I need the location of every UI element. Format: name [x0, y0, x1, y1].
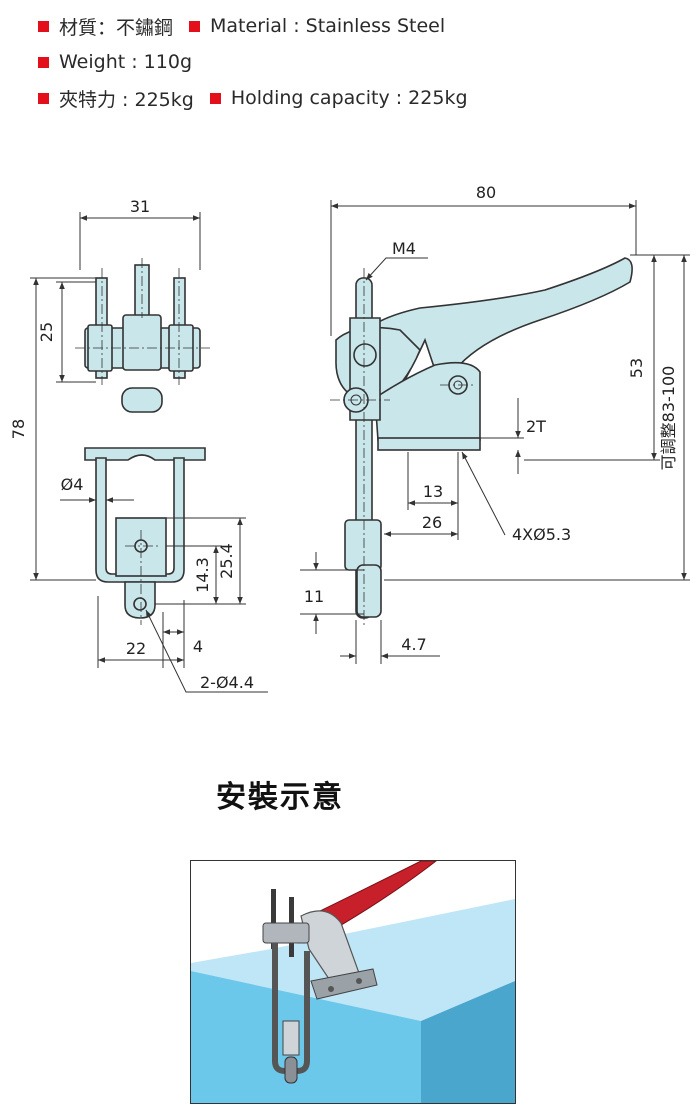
- install-scene: [191, 861, 515, 1103]
- install-illustration: [190, 860, 516, 1104]
- dim-78-label: 78: [9, 419, 28, 439]
- dim-22-label: 22: [126, 639, 146, 658]
- center-block: [122, 314, 162, 371]
- install-rod-left: [271, 889, 276, 949]
- spec-row-material: 材質：不鏽鋼 Material : Stainless Steel: [38, 13, 445, 39]
- dim-2t-label: 2T: [526, 417, 546, 436]
- side-base-plate: [377, 437, 481, 451]
- link-pivot: [353, 343, 377, 367]
- dim-dia4-label: Ø4: [61, 475, 84, 494]
- bullet-icon: [38, 92, 49, 104]
- dim-53-label: 53: [627, 358, 646, 378]
- dim-13-label: 13: [423, 482, 443, 501]
- dim-25-label: 25: [37, 322, 56, 342]
- side-view: 80 M4 53 可調整83-100 2T 13 26 4XØ5.3: [300, 183, 690, 664]
- technical-drawing: 31 78 25 Ø4 14.3 25.4 22 4: [9, 183, 690, 693]
- dim-31-label: 31: [130, 197, 150, 216]
- bullet-icon: [38, 56, 49, 68]
- dim-80-label: 80: [476, 183, 496, 202]
- red-handle: [315, 861, 437, 932]
- side-catch: [344, 519, 382, 571]
- thread-m4-label: M4: [392, 239, 416, 258]
- holding-zh-label: 夾特力 : 225kg: [59, 88, 194, 111]
- bullet-icon: [189, 20, 201, 32]
- dim-26-label: 26: [422, 513, 442, 532]
- bullet-icon: [38, 20, 49, 32]
- holding-en-label: Holding capacity : 225kg: [230, 87, 468, 109]
- dim-4-label: 4: [193, 637, 203, 656]
- clamp-base: [310, 968, 378, 1000]
- install-catch: [282, 1020, 300, 1056]
- mount-holes-label: 4XØ5.3: [512, 525, 571, 544]
- dim-14-3-label: 14.3: [193, 557, 212, 593]
- adjust-range-label: 可調整83-100: [659, 366, 678, 471]
- spec-row-holding: 夾特力 : 225kg Holding capacity : 225kg: [38, 85, 468, 111]
- bullet-icon: [209, 92, 221, 104]
- dim-4-7-label: 4.7: [401, 635, 426, 654]
- front-view: 31 78 25 Ø4 14.3 25.4 22 4: [9, 197, 268, 693]
- material-zh-label: 材質：不鏽鋼: [59, 16, 174, 39]
- dim-25-4-label: 25.4: [217, 543, 236, 579]
- weight-label: Weight : 110g: [59, 51, 192, 73]
- install-title: 安裝示意: [216, 780, 344, 815]
- holes-note-label: 2-Ø4.4: [200, 673, 254, 692]
- spring: [121, 387, 163, 413]
- u-loop: [95, 457, 185, 583]
- table-side: [421, 981, 515, 1103]
- side-tab: [356, 564, 382, 618]
- material-en-label: Material : Stainless Steel: [210, 15, 446, 37]
- install-nut-bar: [262, 922, 310, 944]
- install-tab: [284, 1056, 298, 1084]
- tab-hole: [133, 597, 147, 611]
- dim-11-label: 11: [304, 587, 324, 606]
- spec-row-weight: Weight : 110g: [38, 49, 192, 75]
